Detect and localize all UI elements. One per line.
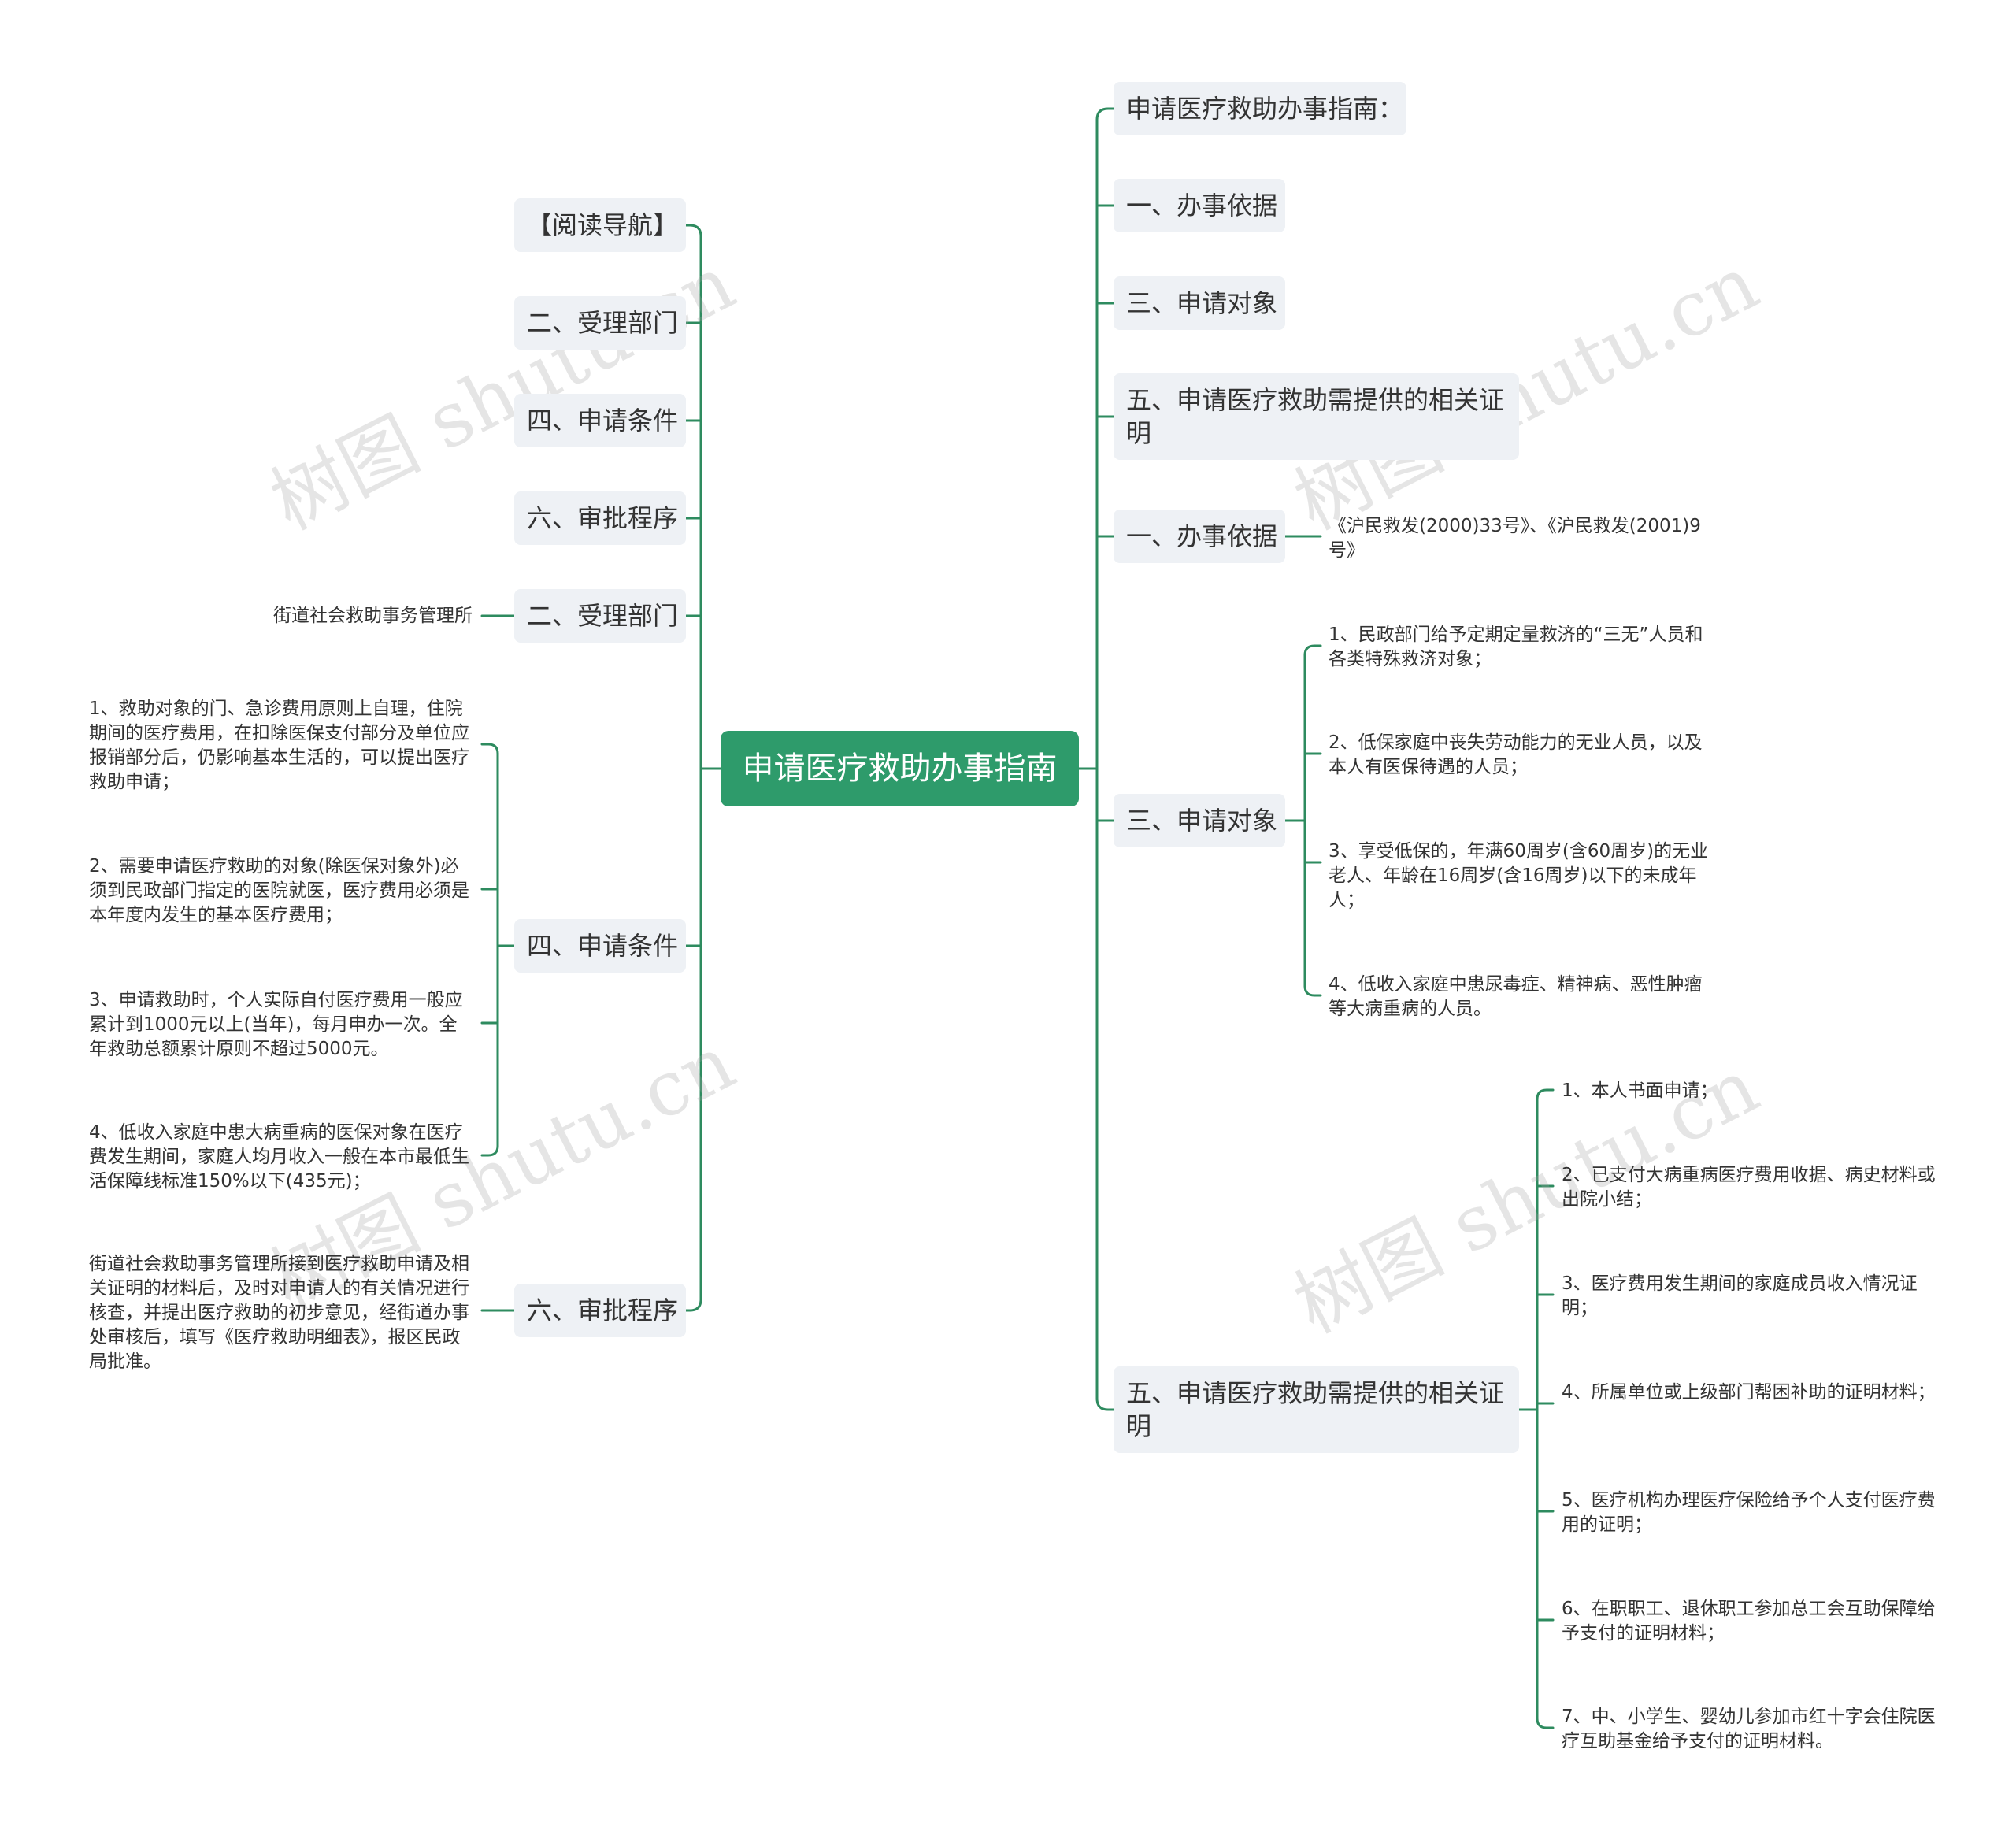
branch-basis[interactable]: 一、办事依据 xyxy=(1114,510,1285,563)
connector-line xyxy=(480,1144,499,1157)
branch-proc-nav[interactable]: 六、审批程序 xyxy=(514,491,686,545)
branch-target-nav[interactable]: 三、申请对象 xyxy=(1114,276,1285,330)
branch-proc[interactable]: 六、审批程序 xyxy=(514,1284,686,1337)
branch-guide-title[interactable]: 申请医疗救助办事指南： xyxy=(1114,82,1406,135)
connector-line xyxy=(684,1298,702,1312)
leaf-proof-3: 3、医疗费用发生期间的家庭成员收入情况证明； xyxy=(1562,1273,1918,1318)
branch-basis-nav[interactable]: 一、办事依据 xyxy=(1114,179,1285,232)
leaf-target-2: 2、低保家庭中丧失劳动能力的无业人员，以及本人有医保待遇的人员； xyxy=(1329,732,1703,777)
branch-target[interactable]: 三、申请对象 xyxy=(1114,794,1285,847)
leaf-proof-4: 4、所属单位或上级部门帮困补助的证明材料； xyxy=(1562,1382,1936,1403)
branch-dept[interactable]: 二、受理部门 xyxy=(514,589,686,643)
connector-line xyxy=(480,743,499,755)
connector-line xyxy=(1095,107,1115,121)
leaf-target-3: 3、享受低保的，年满60周岁(含60周岁)的无业老人、年龄在16周岁(含16周岁… xyxy=(1329,841,1709,910)
leaf-proof-5: 5、医疗机构办理医疗保险给予个人支付医疗费用的证明； xyxy=(1562,1490,1936,1535)
leaf-dept-text: 街道社会救助事务管理所 xyxy=(273,606,472,626)
leaf-proof-6: 6、在职职工、退休职工参加总工会互助保障给予支付的证明材料； xyxy=(1562,1599,1936,1644)
leaf-proof-2: 2、已支付大病重病医疗费用收据、病史材料或出院小结； xyxy=(1562,1165,1936,1210)
leaf-proc-text: 街道社会救助事务管理所接到医疗救助申请及相关证明的材料后，及时对申请人的有关情况… xyxy=(89,1254,469,1372)
connector-line xyxy=(1536,1717,1555,1729)
connector-line xyxy=(684,224,702,238)
leaf-cond-2: 2、需要申请医疗救助的对象(除医保对象外)必须到民政部门指定的医院就医，医疗费用… xyxy=(89,856,469,925)
branch-cond[interactable]: 四、申请条件 xyxy=(514,919,686,973)
leaf-cond-3: 3、申请救助时，个人实际自付医疗费用一般应累计到1000元以上(当年)，每月申办… xyxy=(89,990,463,1059)
branch-dept-nav[interactable]: 二、受理部门 xyxy=(514,296,686,350)
leaf-basis-text: 《沪民救发(2000)33号》、《沪民救发(2001)9号》 xyxy=(1329,516,1701,561)
leaf-target-1: 1、民政部门给予定期定量救济的“三无”人员和各类特殊救济对象； xyxy=(1329,625,1703,669)
branch-cond-nav[interactable]: 四、申请条件 xyxy=(514,394,686,447)
root-topic[interactable]: 申请医疗救助办事指南 xyxy=(721,731,1079,806)
branch-proof[interactable]: 五、申请医疗救助需提供的相关证明 xyxy=(1114,1366,1519,1453)
leaf-proof-1: 1、本人书面申请； xyxy=(1562,1080,1718,1101)
connector-line xyxy=(1303,644,1322,657)
branch-proof-nav[interactable]: 五、申请医疗救助需提供的相关证明 xyxy=(1114,373,1519,460)
leaf-cond-1: 1、救助对象的门、急诊费用原则上自理，住院期间的医疗费用，在扣除医保支付部分及单… xyxy=(89,699,469,792)
connector-line xyxy=(1095,1397,1115,1411)
connector-line xyxy=(1303,984,1322,997)
branch-reading-nav[interactable]: 【阅读导航】 xyxy=(514,198,686,252)
leaf-cond-4: 4、低收入家庭中患大病重病的医保对象在医疗费发生期间，家庭人均月收入一般在本市最… xyxy=(89,1122,469,1192)
connector-line xyxy=(1536,1088,1555,1101)
leaf-proof-7: 7、中、小学生、婴幼儿参加市红十字会住院医疗互助基金给予支付的证明材料。 xyxy=(1562,1707,1936,1751)
leaf-target-4: 4、低收入家庭中患尿毒症、精神病、恶性肿瘤等大病重病的人员。 xyxy=(1329,974,1703,1019)
